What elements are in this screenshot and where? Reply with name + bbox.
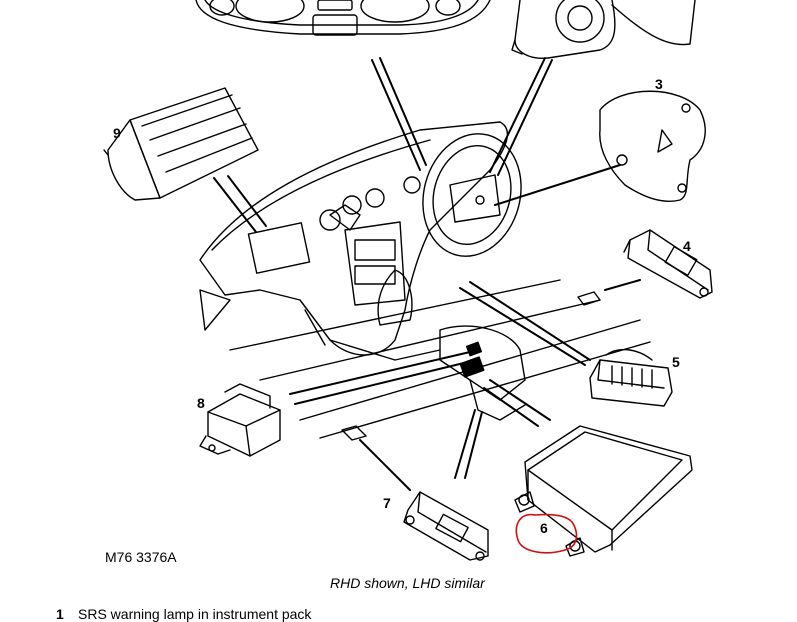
annotation-circle xyxy=(515,513,578,554)
callout-6: 6 xyxy=(540,520,548,536)
connector-block-5 xyxy=(589,348,673,407)
callout-5: 5 xyxy=(672,354,680,370)
instrument-pack xyxy=(195,0,491,36)
floor-outline xyxy=(229,279,651,441)
leader-lines xyxy=(213,57,641,491)
callout-7: 7 xyxy=(383,495,391,511)
side-impact-sensor-4 xyxy=(623,229,713,299)
callout-9: 9 xyxy=(113,125,121,141)
driver-airbag-module xyxy=(599,90,706,202)
rotary-coupler xyxy=(511,0,696,59)
callout-8: 8 xyxy=(197,395,205,411)
figure-reference: M76 3376A xyxy=(105,549,177,565)
passenger-airbag-module xyxy=(103,87,259,201)
seat-belt-connector-8 xyxy=(199,383,281,457)
steering-wheel xyxy=(422,133,522,257)
srs-control-unit xyxy=(514,425,693,557)
legend-text: SRS warning lamp in instrument pack xyxy=(78,606,312,622)
callout-3: 3 xyxy=(655,76,663,92)
legend-number: 1 xyxy=(56,606,64,622)
diagram-caption: RHD shown, LHD similar xyxy=(330,575,485,591)
legend-item: 1 SRS warning lamp in instrument pack xyxy=(56,606,311,622)
callout-4: 4 xyxy=(683,238,691,254)
front-sensor-7 xyxy=(403,491,489,561)
